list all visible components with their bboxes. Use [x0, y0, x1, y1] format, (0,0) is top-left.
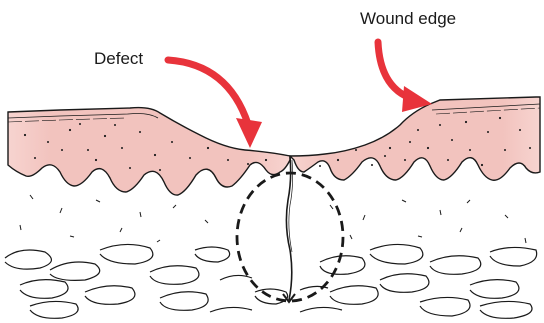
- fat-lobules: [5, 244, 537, 318]
- wound-edge-arrow-icon: [378, 42, 432, 112]
- tissue-ticks: [20, 195, 526, 243]
- right-skin-layer: [290, 97, 540, 180]
- defect-label: Defect: [94, 49, 143, 69]
- wound-edge-label: Wound edge: [360, 9, 456, 29]
